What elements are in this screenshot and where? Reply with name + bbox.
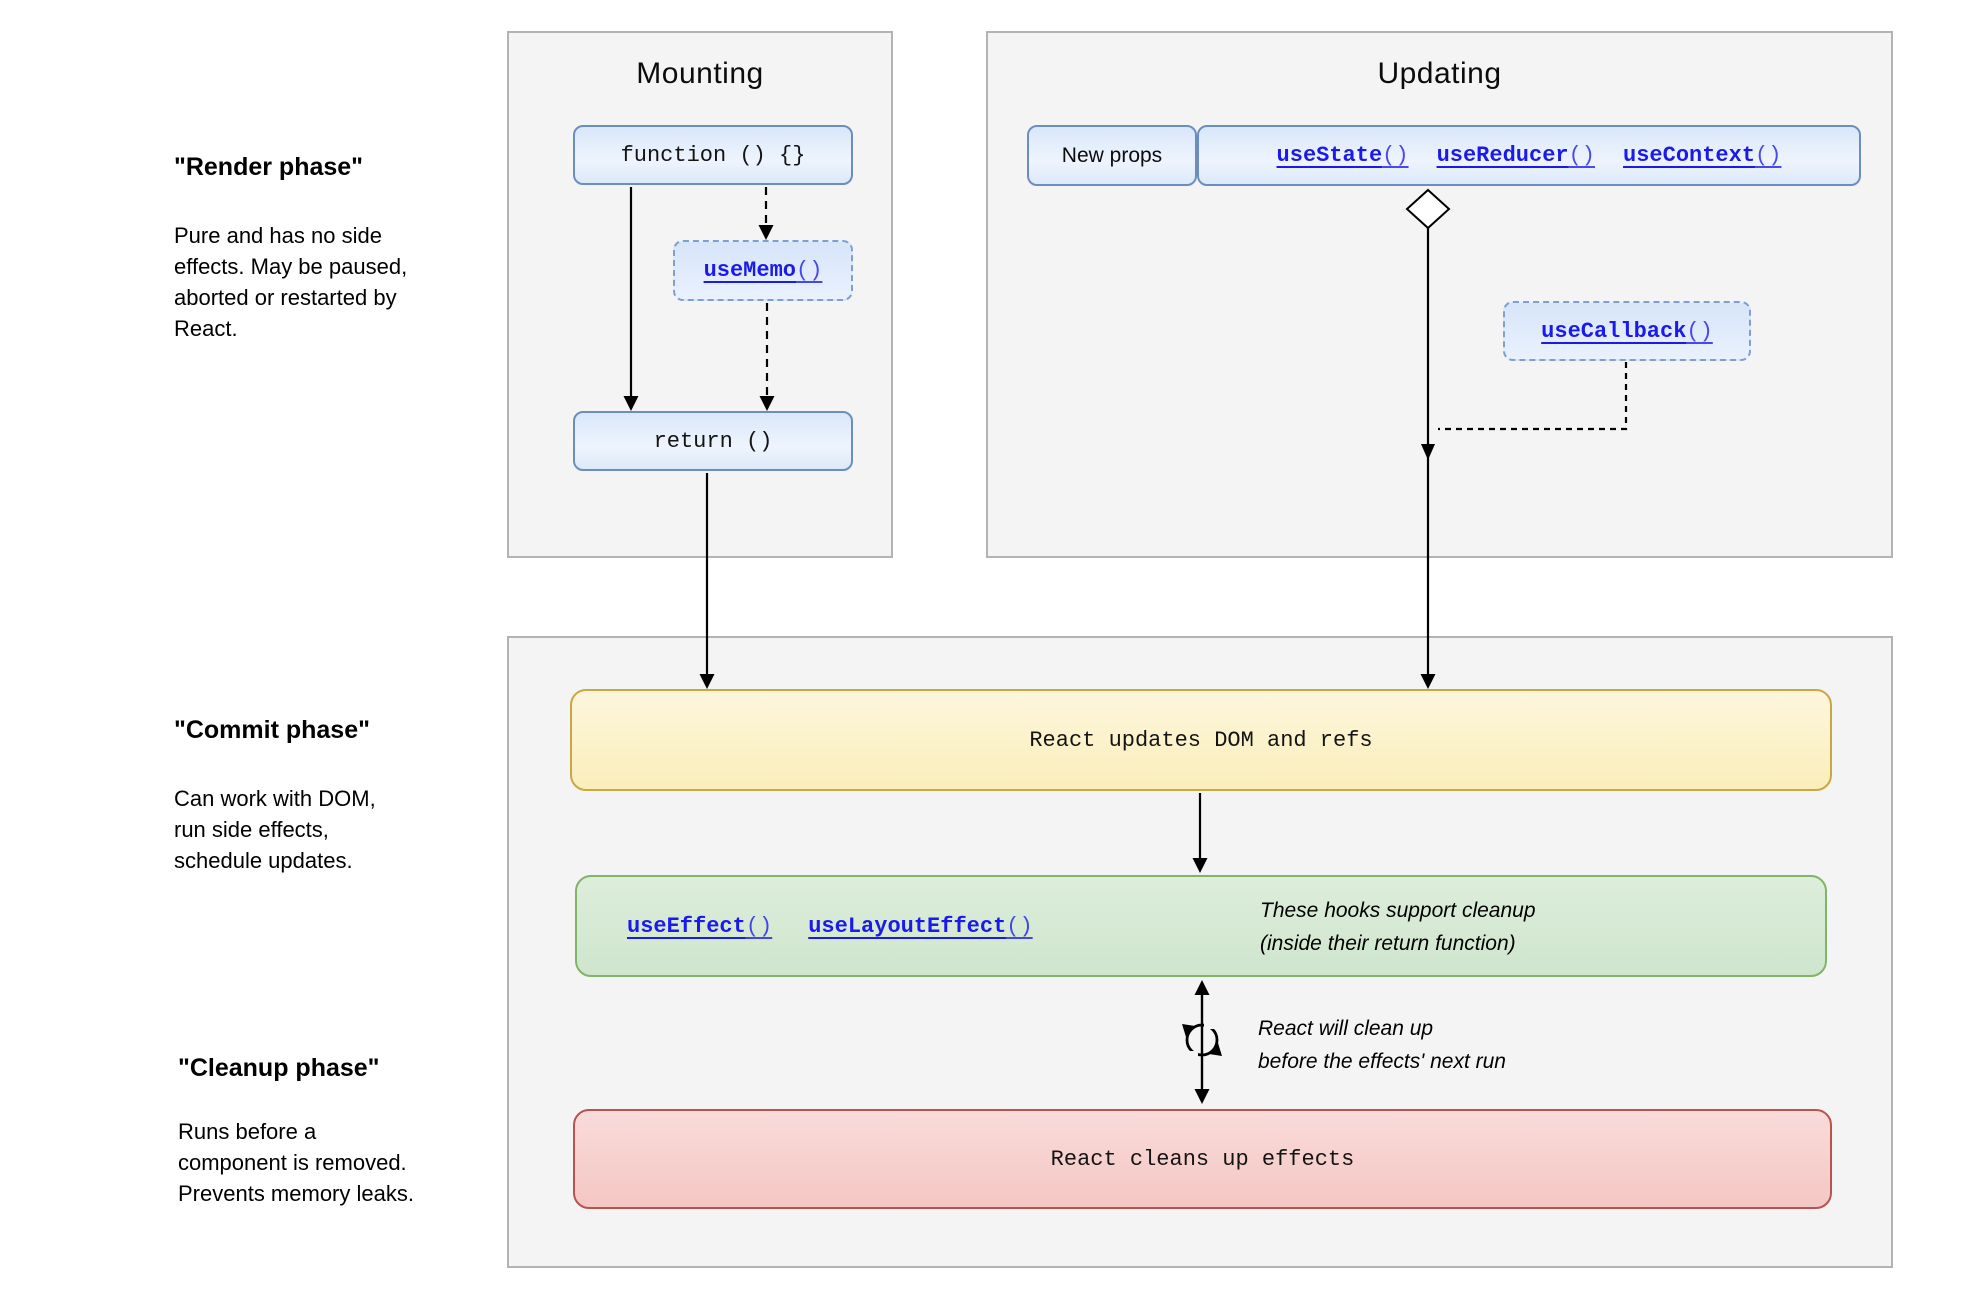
mounting-panel-title: Mounting: [636, 57, 764, 90]
note-line: effects. May be paused,: [174, 254, 408, 279]
note-line: aborted or restarted by: [174, 285, 397, 310]
effects-note-line2: (inside their return function): [1260, 932, 1516, 955]
commit-phase-title: "Commit phase": [174, 716, 370, 744]
function-node-label: function () {}: [620, 142, 806, 168]
react-cleans-up-node: React cleans up effects: [573, 1109, 1832, 1209]
return-node: return (): [573, 411, 853, 471]
cleanup-note-line2: before the effects' next run: [1258, 1050, 1506, 1073]
note-line: Pure and has no side: [174, 223, 382, 248]
render-phase-note: "Render phase" Pure and has no side effe…: [174, 153, 407, 344]
note-line: Prevents memory leaks.: [178, 1181, 414, 1206]
use-state-link[interactable]: useState(): [1277, 143, 1409, 168]
use-memo-node: useMemo(): [673, 240, 853, 301]
effect-links-row: useEffect() useLayoutEffect(): [627, 877, 1033, 975]
note-line: Runs before a: [178, 1119, 317, 1144]
use-effect-link[interactable]: useEffect(): [627, 914, 772, 939]
effects-note-line1: These hooks support cleanup: [1260, 899, 1536, 922]
use-callback-args: (): [1686, 318, 1713, 344]
cleanup-note-line1: React will clean up: [1258, 1017, 1434, 1040]
cleanup-phase-title: "Cleanup phase": [178, 1054, 380, 1082]
return-node-label: return (): [653, 428, 773, 454]
react-cleans-up-label: React cleans up effects: [1050, 1146, 1355, 1172]
use-callback-fn: useCallback: [1541, 318, 1687, 344]
use-memo-fn: useMemo: [703, 258, 796, 283]
commit-phase-note: "Commit phase" Can work with DOM, run si…: [174, 716, 376, 876]
use-effect-fn: useEffect: [627, 913, 746, 939]
use-reducer-args: (): [1568, 143, 1596, 168]
effects-node: useEffect() useLayoutEffect() These hook…: [575, 875, 1827, 977]
function-node: function () {}: [573, 125, 853, 185]
updating-panel-title: Updating: [1377, 57, 1502, 90]
cleanup-cycle-note: React will clean up before the effects' …: [1258, 1012, 1506, 1078]
note-line: schedule updates.: [174, 848, 353, 873]
new-props-node: New props: [1027, 125, 1197, 186]
use-layout-effect-link[interactable]: useLayoutEffect(): [808, 914, 1032, 939]
cleanup-phase-note: "Cleanup phase" Runs before a component …: [178, 1054, 414, 1209]
use-layout-effect-fn: useLayoutEffect: [808, 913, 1007, 939]
use-state-fn: useState: [1276, 143, 1383, 168]
effects-note: These hooks support cleanup (inside thei…: [1260, 894, 1536, 960]
note-line: run side effects,: [174, 817, 329, 842]
use-memo-link[interactable]: useMemo(): [704, 258, 823, 283]
updating-panel: Updating: [986, 31, 1893, 558]
render-phase-title: "Render phase": [174, 153, 364, 181]
use-reducer-fn: useReducer: [1436, 143, 1569, 168]
use-callback-link[interactable]: useCallback(): [1541, 319, 1713, 344]
note-line: Can work with DOM,: [174, 786, 376, 811]
use-context-link[interactable]: useContext(): [1623, 143, 1781, 168]
use-callback-node: useCallback(): [1503, 301, 1751, 361]
use-memo-args: (): [796, 258, 823, 283]
use-layout-effect-args: (): [1006, 913, 1033, 939]
use-state-args: (): [1382, 143, 1409, 168]
note-line: React.: [174, 316, 238, 341]
use-reducer-link[interactable]: useReducer(): [1437, 143, 1595, 168]
note-line: component is removed.: [178, 1150, 407, 1175]
new-props-label: New props: [1061, 143, 1163, 167]
use-context-fn: useContext: [1623, 143, 1756, 168]
react-updates-dom-label: React updates DOM and refs: [1029, 727, 1373, 753]
state-hooks-node: useState() useReducer() useContext(): [1197, 125, 1861, 186]
use-effect-args: (): [745, 913, 773, 939]
react-updates-dom-node: React updates DOM and refs: [570, 689, 1832, 791]
use-context-args: (): [1755, 143, 1782, 168]
